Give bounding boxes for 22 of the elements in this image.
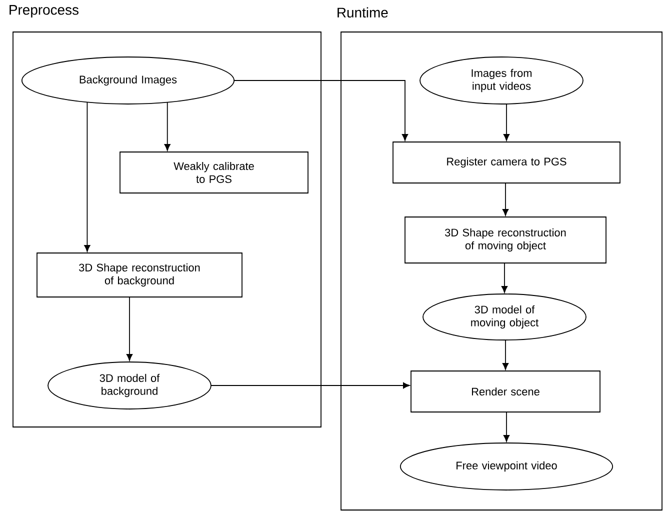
arrow	[502, 182, 509, 216]
arrow	[503, 412, 510, 442]
arrow	[84, 102, 90, 252]
arrow	[164, 102, 170, 151]
arrow	[501, 262, 508, 293]
ellipse-node: Free viewpoint video	[400, 442, 614, 490]
arrow	[234, 80, 408, 141]
process-box: Weakly calibrate to PGS	[120, 152, 308, 194]
arrow	[126, 296, 133, 361]
ellipse-node: Background Images	[22, 56, 235, 104]
arrow	[502, 340, 509, 370]
process-box: 3D Shape reconstruction of background	[36, 252, 242, 298]
process-box: Render scene	[410, 370, 600, 412]
panel-heading: Preprocess	[10, 5, 78, 18]
arrow	[503, 104, 510, 141]
process-box: 3D Shape reconstruction of moving object	[404, 216, 606, 264]
ellipse-node: Images from input videos	[420, 56, 584, 104]
panel-heading: Runtime	[338, 7, 388, 18]
ellipse-node: 3D model of moving object	[422, 294, 586, 340]
ellipse-node: 3D model of background	[48, 362, 212, 410]
process-box: Register camera to PGS	[392, 142, 620, 184]
arrow	[210, 382, 410, 389]
